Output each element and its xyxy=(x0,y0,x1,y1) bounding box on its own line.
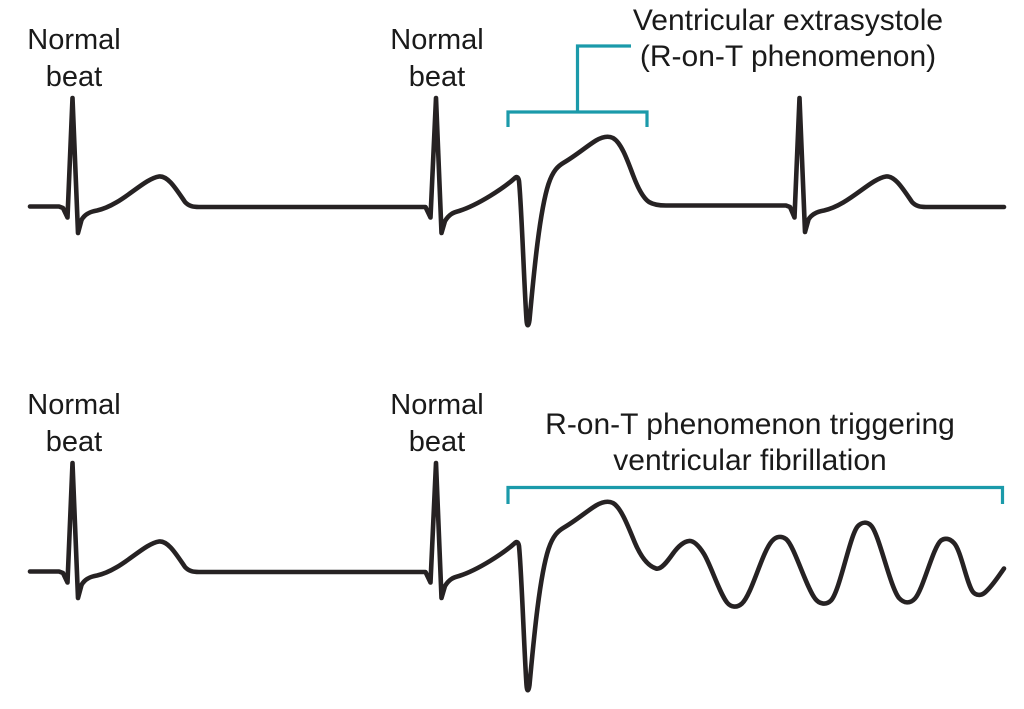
top-beat2-label-line2: beat xyxy=(408,61,466,93)
top-beat2-label: Normal beat xyxy=(390,22,483,96)
fibrillation-bracket xyxy=(506,485,1005,504)
bottom-beat2-label: Normal beat xyxy=(390,387,483,461)
top-beat1-label-line2: beat xyxy=(45,61,103,93)
bottom-beat2-label-line2: beat xyxy=(408,426,466,458)
top-beat1-label-line1: Normal xyxy=(27,24,121,56)
bottom-beat1-label-line1: Normal xyxy=(27,389,121,421)
extrasystole-bracket-stem xyxy=(575,44,631,112)
top-beat2-label-line1: Normal xyxy=(390,24,484,56)
top-beat1-label: Normal beat xyxy=(27,22,120,96)
fibrillation-annotation: R-on-T phenomenon triggering ventricular… xyxy=(545,407,955,479)
bottom-beat1-label-line2: beat xyxy=(45,426,103,458)
fibrillation-annotation-line2: ventricular fibrillation xyxy=(613,444,887,477)
extrasystole-annotation-line2: (R-on-T phenomenon) xyxy=(639,40,937,73)
bottom-beat2-label-line1: Normal xyxy=(390,389,484,421)
extrasystole-annotation: Ventricular extrasystole (R-on-T phenome… xyxy=(633,3,943,75)
bottom-beat1-label: Normal beat xyxy=(27,387,120,461)
extrasystole-bracket xyxy=(506,110,649,127)
ecg-trace-bottom xyxy=(27,460,1007,693)
extrasystole-annotation-line1: Ventricular extrasystole xyxy=(632,4,944,37)
ecg-trace-top xyxy=(27,95,1007,328)
fibrillation-annotation-line1: R-on-T phenomenon triggering xyxy=(545,408,955,441)
